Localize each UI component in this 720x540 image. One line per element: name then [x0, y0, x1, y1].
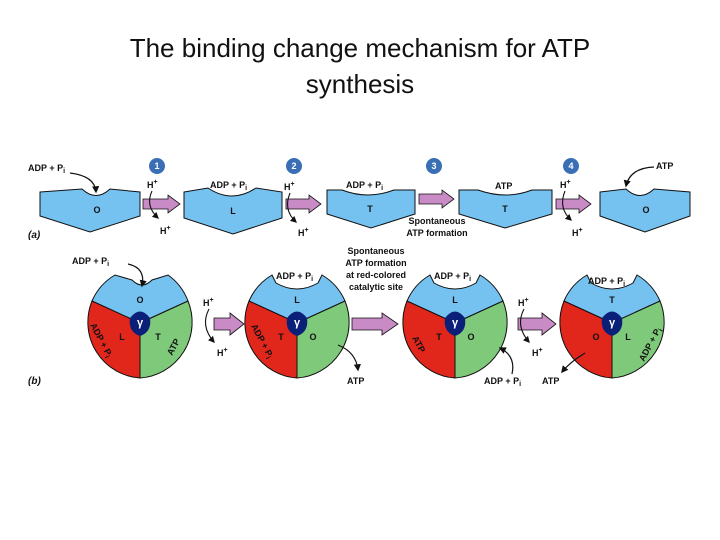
- rotor-1: γ O L T ADP + Pi ATP: [87, 274, 193, 379]
- rotor-2-blue-ligand: ADP + Pi: [276, 271, 313, 283]
- panel-b-tag: (b): [28, 376, 41, 387]
- rotor-4: γ T O L ADP + Pi ADP + Pi: [559, 274, 665, 379]
- rotation-arrow-a2: [285, 194, 322, 214]
- svg-text:L: L: [452, 295, 458, 305]
- svg-text:2: 2: [291, 161, 296, 171]
- svg-text:γ: γ: [609, 317, 616, 329]
- h-plus-b3-in: H+: [518, 297, 529, 308]
- rotation-arrow-a3: [418, 189, 455, 209]
- svg-text:L: L: [294, 295, 300, 305]
- h-plus-b3-out: H+: [532, 347, 543, 358]
- svg-text:O: O: [309, 332, 316, 342]
- bound-adp-pi-a2: ADP + Pi: [210, 180, 247, 192]
- svg-text:L: L: [230, 206, 236, 216]
- h-plus-b1-in: H+: [203, 297, 214, 308]
- subunit-a5-open: [599, 188, 691, 233]
- h-plus-a1-in: H+: [147, 179, 158, 190]
- adp-pi-in-b-label: ADP + Pi: [72, 256, 109, 268]
- subunit-a2-loose: [183, 187, 283, 235]
- svg-text:4: 4: [568, 161, 573, 171]
- rotation-arrow-b3: [517, 312, 557, 336]
- svg-text:γ: γ: [294, 317, 301, 329]
- svg-text:T: T: [278, 332, 284, 342]
- rotor-3: γ L T O ADP + Pi ATP: [402, 271, 508, 379]
- svg-text:O: O: [642, 205, 649, 215]
- rotation-arrow-a1: [142, 194, 181, 214]
- step-badge-1: 1: [149, 158, 165, 174]
- svg-text:O: O: [93, 205, 100, 215]
- h-plus-a4-out: H+: [572, 227, 583, 238]
- h-plus-a2-in: H+: [284, 181, 295, 192]
- svg-text:γ: γ: [452, 317, 459, 329]
- atp-out-b2: ATP: [542, 376, 559, 386]
- adp-pi-in-b-bottom: ADP + Pi: [484, 376, 521, 388]
- h-plus-a1-out: H+: [160, 225, 171, 236]
- bound-atp-a4: ATP: [495, 181, 512, 191]
- svg-text:O: O: [467, 332, 474, 342]
- subunit-a1-open: [39, 188, 141, 233]
- step-badge-3: 3: [426, 158, 442, 174]
- subunit-a4-tight: [458, 189, 553, 229]
- spontaneous-b-line-2: ATP formation: [345, 258, 406, 268]
- svg-text:O: O: [136, 295, 143, 305]
- svg-text:L: L: [119, 332, 125, 342]
- bound-adp-pi-a3: ADP + Pi: [346, 180, 383, 192]
- panel-a-tag: (a): [28, 230, 41, 241]
- h-plus-a2-out: H+: [298, 227, 309, 238]
- rotation-arrow-b2: [351, 312, 399, 336]
- step-badge-4: 4: [563, 158, 579, 174]
- svg-text:O: O: [592, 332, 599, 342]
- svg-text:3: 3: [431, 161, 436, 171]
- rotor-2: γ L T O ADP + Pi ADP + Pi: [244, 271, 350, 379]
- spontaneous-b-line-3: at red-colored: [346, 270, 406, 280]
- svg-text:1: 1: [154, 161, 159, 171]
- svg-text:T: T: [367, 204, 373, 214]
- svg-text:T: T: [155, 332, 161, 342]
- rotor-3-blue-ligand: ADP + Pi: [434, 271, 471, 283]
- atp-out-label: ATP: [656, 161, 673, 171]
- svg-text:γ: γ: [137, 317, 144, 329]
- subunit-a3-tight: [326, 189, 416, 229]
- svg-text:T: T: [436, 332, 442, 342]
- spontaneous-label: Spontaneous: [408, 216, 465, 226]
- rotor-4-blue-ligand: ADP + Pi: [588, 276, 625, 288]
- h-plus-b1-out: H+: [217, 347, 228, 358]
- rotation-arrow-a4: [555, 194, 592, 214]
- svg-text:T: T: [502, 204, 508, 214]
- page-title: The binding change mechanism for ATP syn…: [60, 30, 660, 102]
- step-badge-2: 2: [286, 158, 302, 174]
- svg-text:L: L: [625, 332, 631, 342]
- h-plus-a4-in: H+: [560, 179, 571, 190]
- spontaneous-b-line-4: catalytic site: [349, 282, 403, 292]
- adp-pi-in-label: ADP + Pi: [28, 163, 65, 175]
- spontaneous-b-line-1: Spontaneous: [347, 246, 404, 256]
- atp-out-b1: ATP: [347, 376, 364, 386]
- rotation-arrow-b1: [213, 312, 245, 336]
- atp-formation-label: ATP formation: [406, 228, 467, 238]
- title-line-1: The binding change mechanism for ATP: [129, 33, 591, 63]
- title-line-2: synthesis: [305, 69, 415, 99]
- svg-text:T: T: [609, 295, 615, 305]
